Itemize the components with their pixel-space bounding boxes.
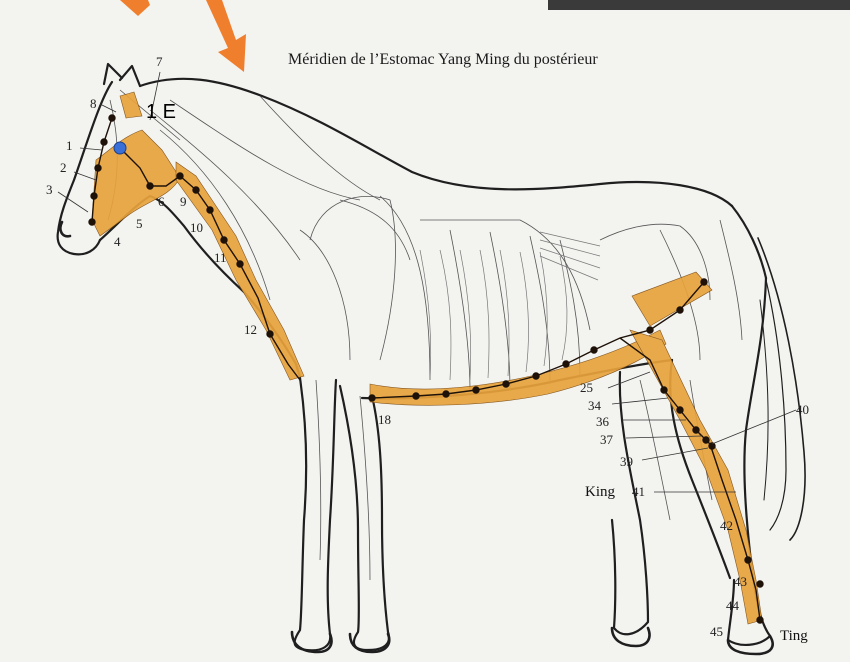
label-45: 45 <box>710 624 723 639</box>
label-44: 44 <box>726 598 740 613</box>
label-king: King <box>585 484 616 500</box>
label-4: 4 <box>114 234 121 249</box>
label-40: 40 <box>796 402 809 417</box>
marker-dot-icon <box>114 142 126 154</box>
label-ting: Ting <box>780 628 808 644</box>
label-9: 9 <box>180 194 187 209</box>
label-2: 2 <box>60 160 67 175</box>
label-34: 34 <box>588 398 602 413</box>
label-25: 25 <box>580 380 593 395</box>
top-dark-bar <box>548 0 850 10</box>
label-5: 5 <box>136 216 143 231</box>
label-10: 10 <box>190 220 203 235</box>
label-18: 18 <box>378 412 391 427</box>
label-3: 3 <box>46 182 53 197</box>
label-8: 8 <box>90 96 97 111</box>
label-42: 42 <box>720 518 733 533</box>
label-41: 41 <box>632 484 645 499</box>
diagram-title: Méridien de l’Estomac Yang Ming du posté… <box>288 51 598 68</box>
label-11: 11 <box>214 250 227 265</box>
label-39: 39 <box>620 454 633 469</box>
callout-1e: 1 E <box>146 101 176 123</box>
label-7: 7 <box>156 54 163 69</box>
label-12: 12 <box>244 322 257 337</box>
label-37: 37 <box>600 432 614 447</box>
label-6: 6 <box>158 194 165 209</box>
label-43: 43 <box>734 574 747 589</box>
label-36: 36 <box>596 414 610 429</box>
label-1: 1 <box>66 138 73 153</box>
